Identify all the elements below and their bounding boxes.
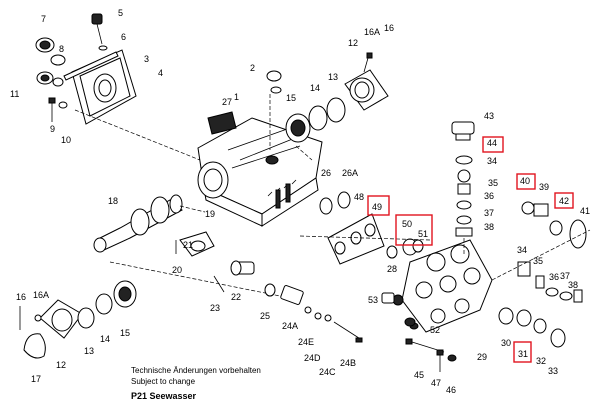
callout: 4 [158, 68, 163, 78]
callout: 42 [559, 196, 569, 206]
callout: 12 [56, 360, 66, 370]
callout: 5 [118, 8, 123, 18]
callout: 13 [84, 346, 94, 356]
callout: 16A [364, 27, 380, 37]
callout: 28 [387, 264, 397, 274]
callout: 10 [61, 135, 71, 145]
callout: 48 [354, 192, 364, 202]
diagram-title: P21 Seewasser [131, 391, 197, 401]
plunger-group [264, 283, 363, 343]
callout: 46 [446, 385, 456, 395]
callout: 32 [536, 356, 546, 366]
callout: 51 [418, 229, 428, 239]
callout: 12 [348, 38, 358, 48]
callout-labels: 1 2 3 4 5 6 7 8 9 10 11 12 12 13 13 14 1… [10, 8, 590, 395]
highlight-box-50-51 [395, 214, 433, 246]
top-valve-stack [451, 121, 475, 256]
callout: 47 [431, 378, 441, 388]
highlight-box-49 [367, 195, 390, 216]
callout: 49 [372, 202, 382, 212]
right-valve-stack [491, 201, 591, 303]
callout: 21 [183, 240, 193, 250]
highlight-box-44 [482, 136, 504, 153]
callout: 8 [59, 44, 64, 54]
highlight-box-40 [516, 173, 536, 190]
callout: 41 [580, 206, 590, 216]
seal-plate-group [299, 191, 431, 265]
callout: 15 [120, 328, 130, 338]
callout: 37 [560, 271, 570, 281]
callout: 24C [319, 367, 336, 377]
callout: 9 [50, 124, 55, 134]
callout: 31 [518, 349, 528, 359]
left-bearing-cover-group [19, 280, 137, 359]
callout: 1 [234, 92, 239, 102]
callout: 50 [402, 219, 412, 229]
callout: 19 [205, 209, 215, 219]
callout: 39 [539, 182, 549, 192]
callout: 27 [222, 97, 232, 107]
callout: 16 [384, 23, 394, 33]
callout: 36 [549, 272, 559, 282]
callout: 18 [108, 196, 118, 206]
callout: 38 [484, 222, 494, 232]
callout: 16A [33, 290, 49, 300]
callout: 15 [286, 93, 296, 103]
crosshead-group [109, 231, 301, 301]
callout: 24D [304, 353, 321, 363]
callout: 3 [144, 54, 149, 64]
callout: 37 [484, 208, 494, 218]
lower-valve-stack [498, 307, 566, 348]
rear-cover-group [35, 13, 201, 161]
change-notice-english: Subject to change [131, 377, 196, 386]
callout: 20 [172, 265, 182, 275]
callout: 11 [10, 89, 19, 99]
callout: 14 [310, 83, 320, 93]
callout: 30 [501, 338, 511, 348]
callout: 53 [368, 295, 378, 305]
callout: 24E [298, 337, 314, 347]
callout: 14 [100, 334, 110, 344]
callout: 45 [414, 370, 424, 380]
callout: 24A [282, 321, 298, 331]
callout: 44 [487, 138, 497, 148]
crankcase-housing [197, 117, 323, 227]
callout: 22 [231, 292, 241, 302]
callout: 25 [260, 311, 270, 321]
callout: 38 [568, 280, 578, 290]
highlight-box-42 [554, 192, 574, 209]
manifold-block [392, 239, 493, 333]
callout: 29 [477, 352, 487, 362]
callout: 2 [250, 63, 255, 73]
callout: 40 [520, 176, 530, 186]
highlight-box-31 [513, 341, 532, 363]
callout: 6 [121, 32, 126, 42]
right-bearing-cover-group [285, 52, 389, 161]
callout: 52 [430, 325, 440, 335]
callout: 16 [16, 292, 26, 302]
bolt-group [381, 292, 457, 372]
change-notice-german: Technische Änderungen vorbehalten [131, 366, 261, 375]
callout: 13 [328, 72, 338, 82]
callout: 7 [41, 14, 46, 24]
highlight-boxes [367, 136, 574, 363]
callout: 23 [210, 303, 220, 313]
callout: 26A [342, 168, 358, 178]
callout: 34 [487, 156, 497, 166]
callout: 26 [321, 168, 331, 178]
oil-plug-group [207, 70, 282, 150]
callout: 36 [484, 191, 494, 201]
callout: 17 [31, 374, 41, 384]
callout: 35 [533, 256, 543, 266]
callout: 34 [517, 245, 527, 255]
callout: 33 [548, 366, 558, 376]
callout: 43 [484, 111, 494, 121]
callout: 24B [340, 358, 356, 368]
crankshaft [93, 194, 206, 253]
callout: 35 [488, 178, 498, 188]
